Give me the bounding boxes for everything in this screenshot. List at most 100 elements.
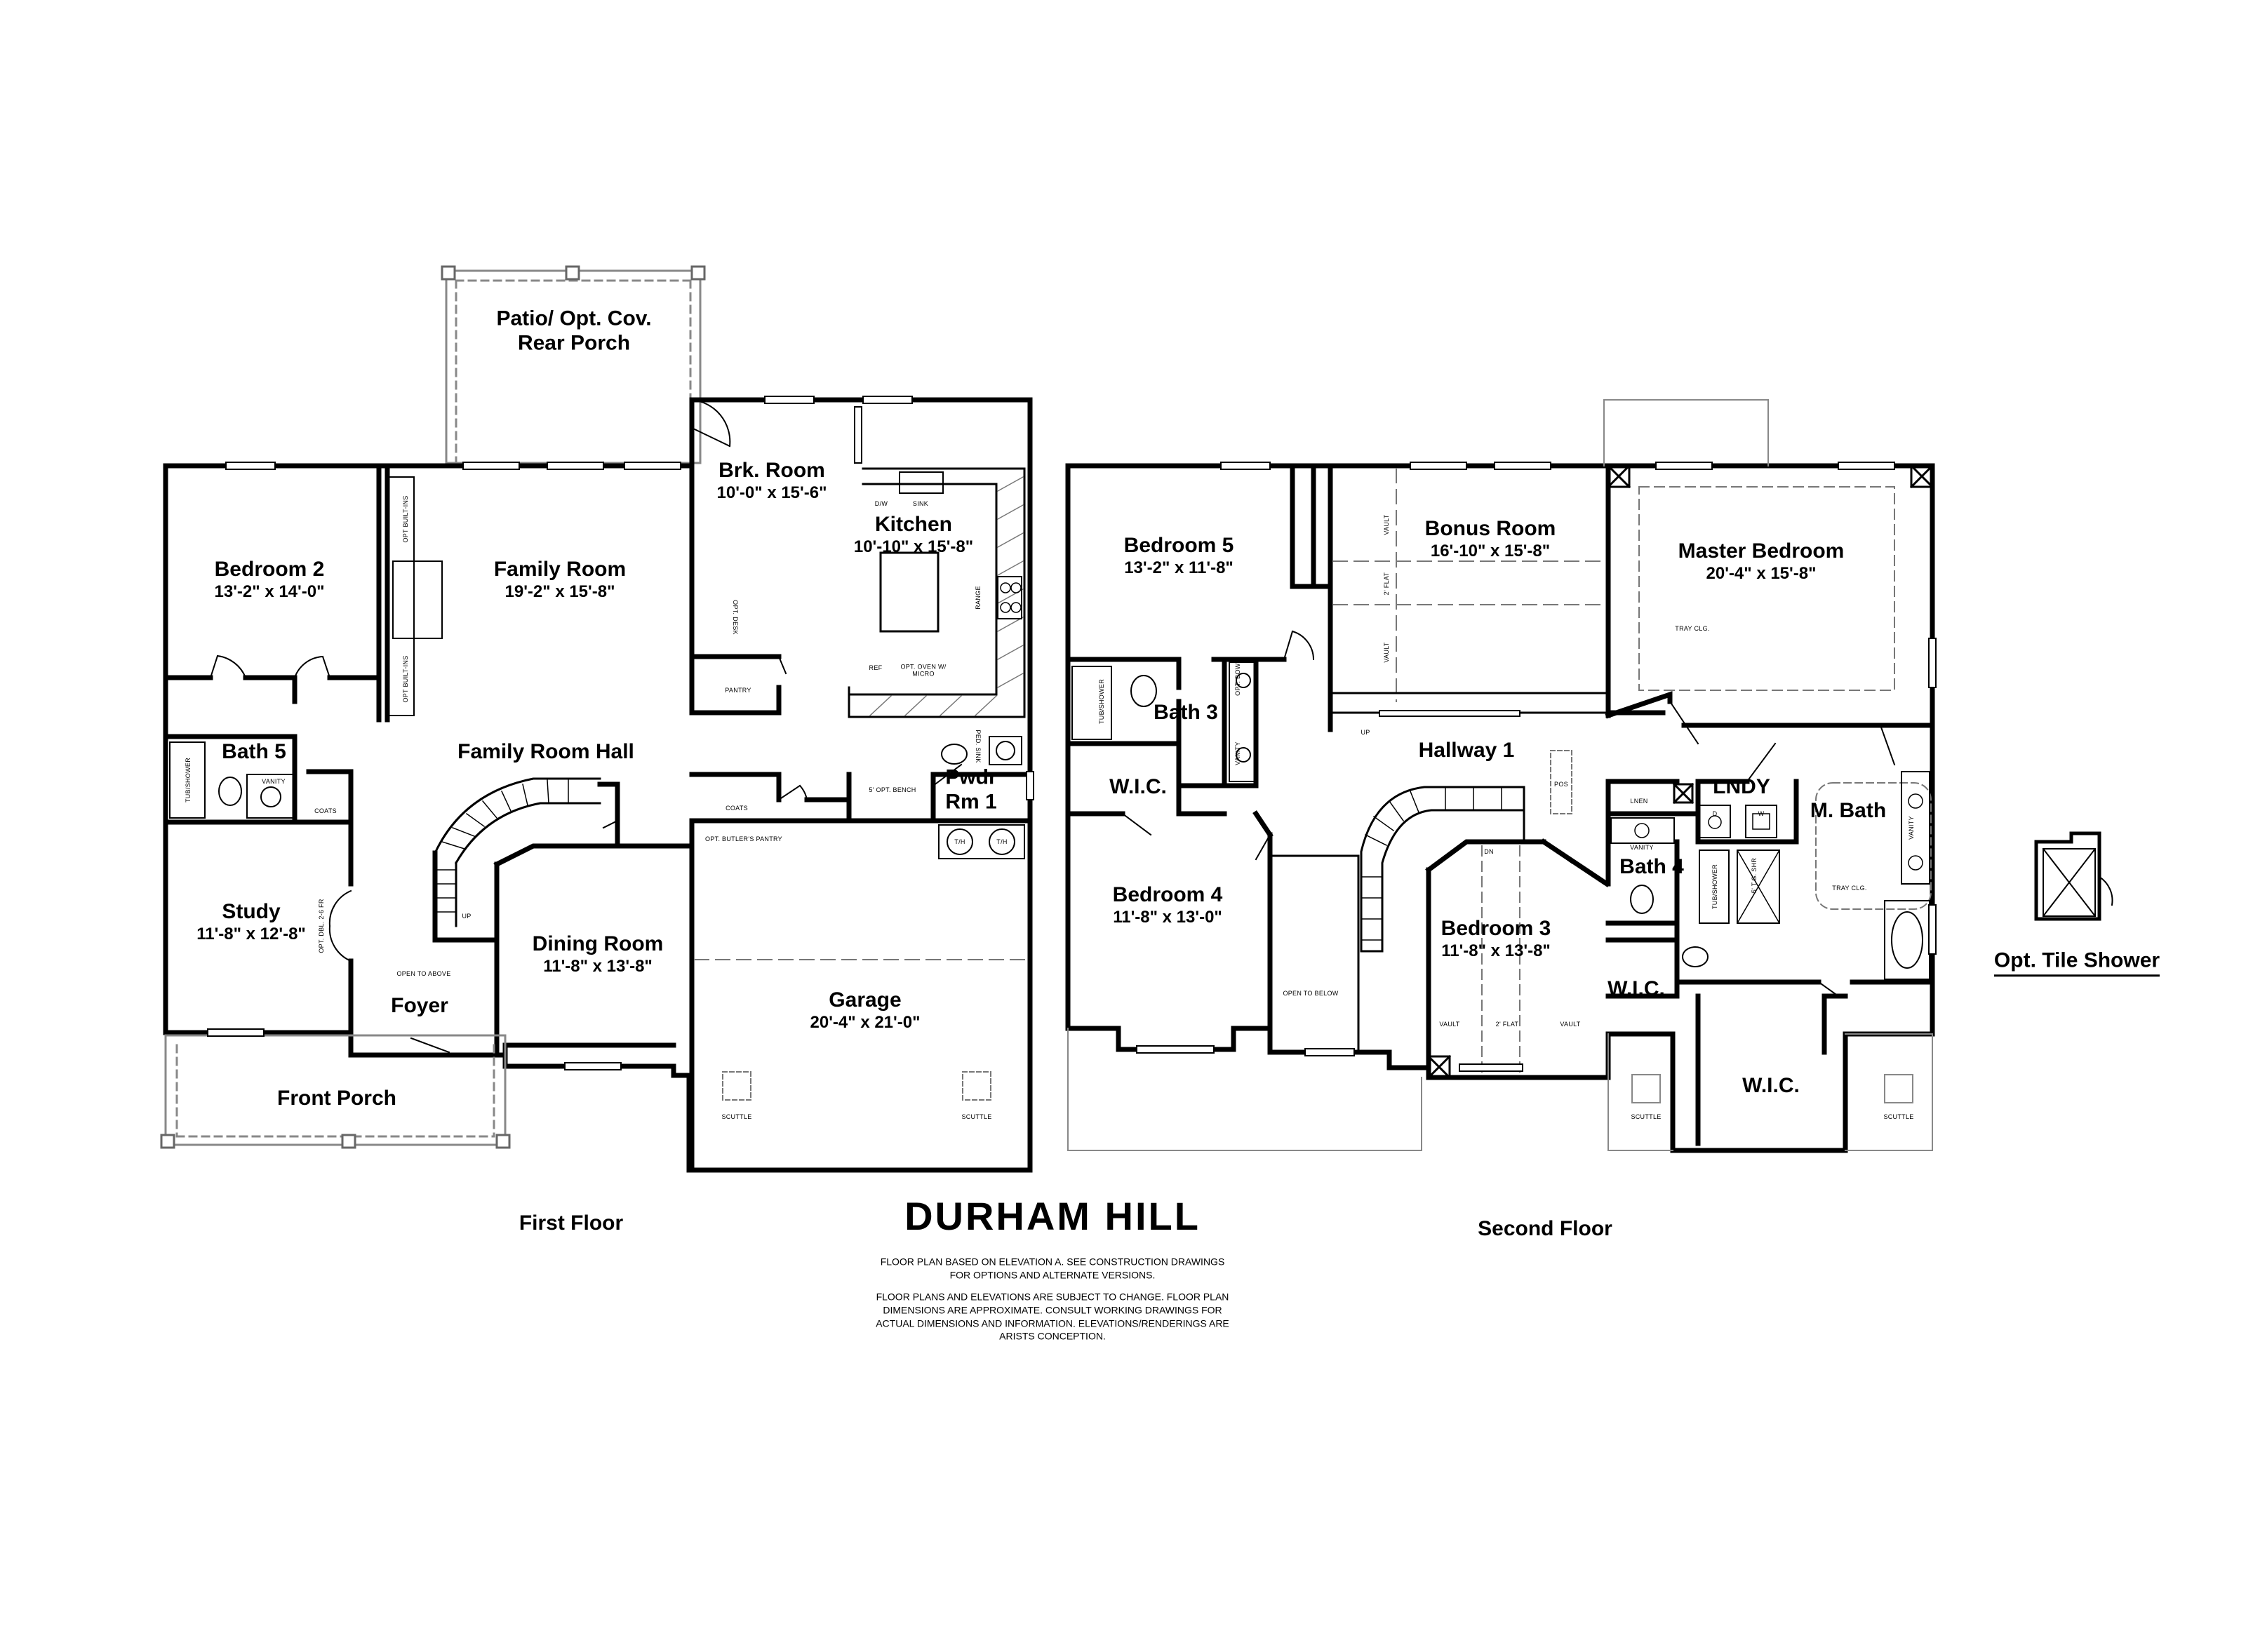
- open-to-above-note: OPEN TO ABOVE: [396, 969, 451, 977]
- second-floor-title: Second Floor: [1478, 1216, 1612, 1240]
- bonus-dashes: [1332, 468, 1895, 1078]
- master-bath-label: M. Bath: [1810, 798, 1887, 822]
- bath-3-label: Bath 3: [1154, 700, 1218, 724]
- stair-up-note-2: UP: [1361, 728, 1370, 736]
- washer-note: W: [1758, 810, 1765, 817]
- plan-notes: FLOOR PLAN BASED ON ELEVATION A. SEE CON…: [876, 1256, 1229, 1342]
- bench-note: 5' OPT. BENCH: [869, 786, 916, 793]
- laundry-label: LNDY: [1713, 774, 1770, 798]
- kitchen-sink: [899, 471, 944, 494]
- opt-dbl-doors-note: OPT. DBL. 2-6 FR: [317, 899, 325, 953]
- water-heater-1-note: T/H: [954, 838, 965, 845]
- bath5-vanity: [246, 774, 294, 819]
- hallway-1-label: Hallway 1: [1418, 738, 1515, 762]
- flat-2-note: 2' FLAT: [1495, 1020, 1519, 1028]
- wic-mid-label: W.I.C.: [1607, 976, 1665, 1000]
- second-floor-windows: [1136, 462, 1937, 1072]
- water-heater-2-note: T/H: [996, 838, 1008, 845]
- stair-up-note-1: UP: [462, 912, 472, 920]
- vanity-2-note: VANITY: [1234, 741, 1241, 765]
- ped-sink-note: PED. SINK: [975, 730, 982, 763]
- coats-note-2: COATS: [726, 804, 748, 812]
- range: [997, 576, 1022, 619]
- oven-note: OPT. OVEN W/ MICRO: [900, 663, 947, 678]
- foyer-label: Foyer: [391, 993, 448, 1017]
- sink-note: SINK: [912, 499, 929, 507]
- stair-treads: [434, 778, 569, 913]
- kitchen-island: [879, 551, 940, 633]
- tray-ceiling-2-note: TRAY CLG.: [1832, 884, 1867, 892]
- opt-bowl-note: OPT. BOWL: [1234, 659, 1241, 696]
- opt-shower-note: 5' T.G. SHR: [1750, 857, 1758, 894]
- scuttle-2-note: SCUTTLE: [961, 1113, 992, 1120]
- tub-shower-2-note: TUB/SHOWER: [1097, 678, 1105, 725]
- opt-tile-shower-detail: [2034, 831, 2101, 921]
- front-porch-label: Front Porch: [277, 1086, 396, 1110]
- wic-left-label: W.I.C.: [1109, 774, 1167, 798]
- vanity-1-note: VANITY: [262, 777, 286, 785]
- scuttle-3-note: SCUTTLE: [1631, 1113, 1662, 1120]
- bath3-tub: [1071, 666, 1112, 740]
- counter-hatch: [869, 476, 1024, 717]
- linen-note: LNEN: [1630, 797, 1648, 805]
- second-floor-doors: [1121, 630, 1896, 998]
- flat-1-note: 2' FLAT: [1382, 572, 1390, 596]
- front-porch-outline: [164, 1034, 507, 1146]
- kitchen-counter: [848, 467, 1026, 718]
- opt-tile-shower-label: Opt. Tile Shower: [1993, 948, 2160, 976]
- open-to-below-note: OPEN TO BELOW: [1283, 989, 1339, 997]
- bath-4-label: Bath 4: [1619, 854, 1684, 878]
- pos-note: POS: [1554, 780, 1568, 788]
- first-floor-title: First Floor: [519, 1211, 624, 1235]
- bath3-vanity: [1229, 662, 1255, 782]
- vault-1-note: VAULT: [1382, 514, 1390, 535]
- tray-ceiling-1-note: TRAY CLG.: [1675, 624, 1710, 632]
- coats-note-1: COATS: [314, 807, 337, 814]
- ref-note: REF: [869, 664, 883, 671]
- built-ins: [388, 476, 443, 716]
- vanity-4-note: VANITY: [1907, 816, 1915, 840]
- stair-treads-2: [1361, 786, 1502, 941]
- vault-4-note: VAULT: [1560, 1020, 1581, 1028]
- vault-3-note: VAULT: [1439, 1020, 1460, 1028]
- scuttle-4-note: SCUTTLE: [1883, 1113, 1914, 1120]
- plan-name: DURHAM HILL: [904, 1193, 1201, 1238]
- vault-2-note: VAULT: [1382, 642, 1390, 663]
- scuttles-second: [1631, 1074, 1913, 1103]
- second-floor-interior-walls: [1065, 463, 1935, 1146]
- opt-built-ins-2: OPT BUILT-INS: [401, 655, 409, 703]
- tub-shower-1-note: TUB/SHOWER: [184, 757, 192, 803]
- bath5-tub: [169, 741, 206, 819]
- rear-patio-outline: [445, 269, 702, 464]
- vanity-3-note: VANITY: [1630, 843, 1654, 851]
- bath5-toilet: [218, 777, 242, 806]
- opt-desk-note: OPT. DESK: [732, 600, 740, 635]
- scuttle-1-note: SCUTTLE: [721, 1113, 752, 1120]
- second-floor-roof-lines: [1067, 399, 1933, 1151]
- dryer-note: D: [1712, 810, 1718, 817]
- family-room-hall-label: Family Room Hall: [457, 739, 634, 763]
- corner-squares: [1426, 464, 1934, 1080]
- second-floor-stair: [1269, 786, 1525, 953]
- first-floor-doors: [209, 398, 963, 1054]
- range-note: RANGE: [974, 586, 982, 610]
- first-floor-stair: [434, 777, 601, 941]
- hallway-rail: [1329, 692, 1610, 714]
- dw-note: D/W: [874, 499, 888, 507]
- butlers-pantry-note: OPT. BUTLER'S PANTRY: [705, 835, 782, 842]
- bath-5-label: Bath 5: [222, 739, 286, 763]
- first-floor-windows: [207, 396, 1034, 1070]
